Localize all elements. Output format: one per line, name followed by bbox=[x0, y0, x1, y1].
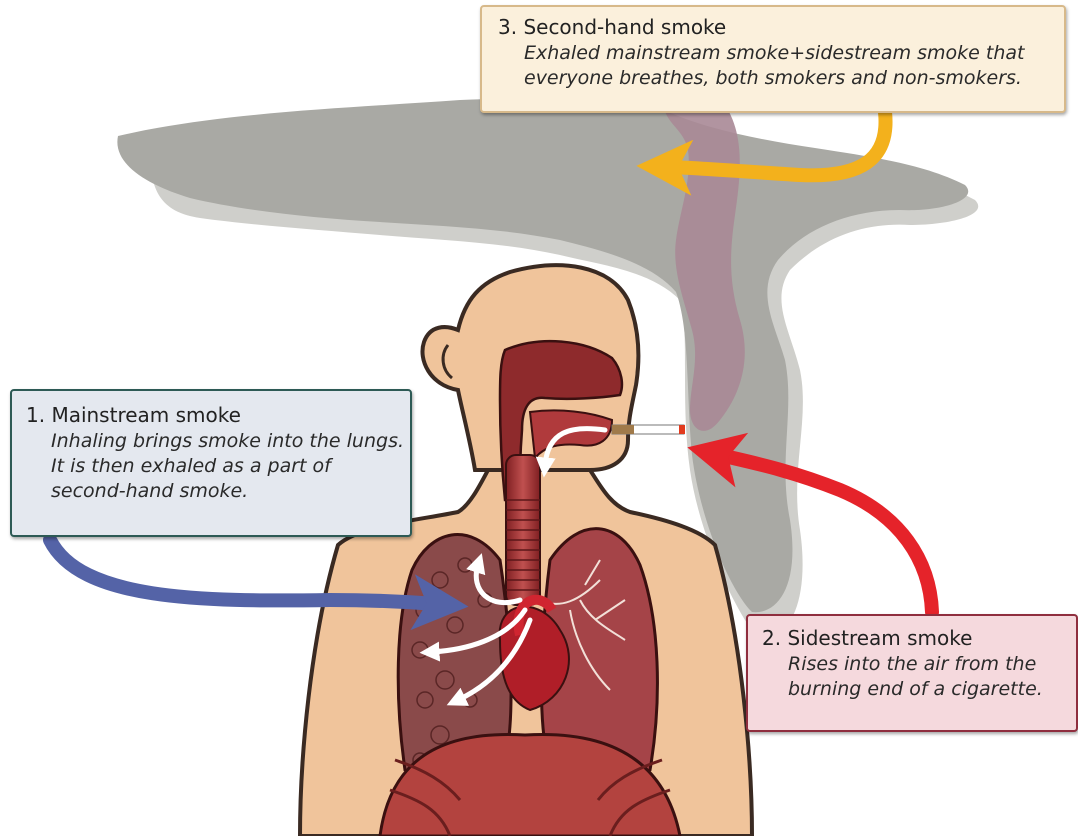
sidestream-smoke-line-1: Rises into the air from the bbox=[762, 652, 1076, 677]
sidestream-smoke-label: 2. Sidestream smoke Rises into the air f… bbox=[746, 614, 1078, 732]
second-hand-smoke-line-2: everyone breathes, both smokers and non-… bbox=[498, 66, 1064, 91]
second-hand-smoke-title: 3. Second-hand smoke bbox=[498, 13, 1064, 41]
mainstream-smoke-line-3: second-hand smoke. bbox=[26, 479, 410, 504]
cigarette bbox=[612, 425, 685, 434]
sidestream-smoke-title: 2. Sidestream smoke bbox=[762, 624, 1076, 652]
second-hand-smoke-label: 3. Second-hand smoke Exhaled mainstream … bbox=[480, 5, 1066, 113]
mainstream-smoke-title: 1. Mainstream smoke bbox=[26, 401, 410, 429]
second-hand-smoke-line-1: Exhaled mainstream smoke+sidestream smok… bbox=[498, 41, 1064, 66]
sidestream-smoke-line-2: burning end of a cigarette. bbox=[762, 677, 1076, 702]
human-figure bbox=[300, 265, 752, 836]
mainstream-smoke-line-1: Inhaling brings smoke into the lungs. bbox=[26, 429, 410, 454]
mainstream-smoke-label: 1. Mainstream smoke Inhaling brings smok… bbox=[10, 389, 412, 537]
mainstream-smoke-line-2: It is then exhaled as a part of bbox=[26, 454, 410, 479]
